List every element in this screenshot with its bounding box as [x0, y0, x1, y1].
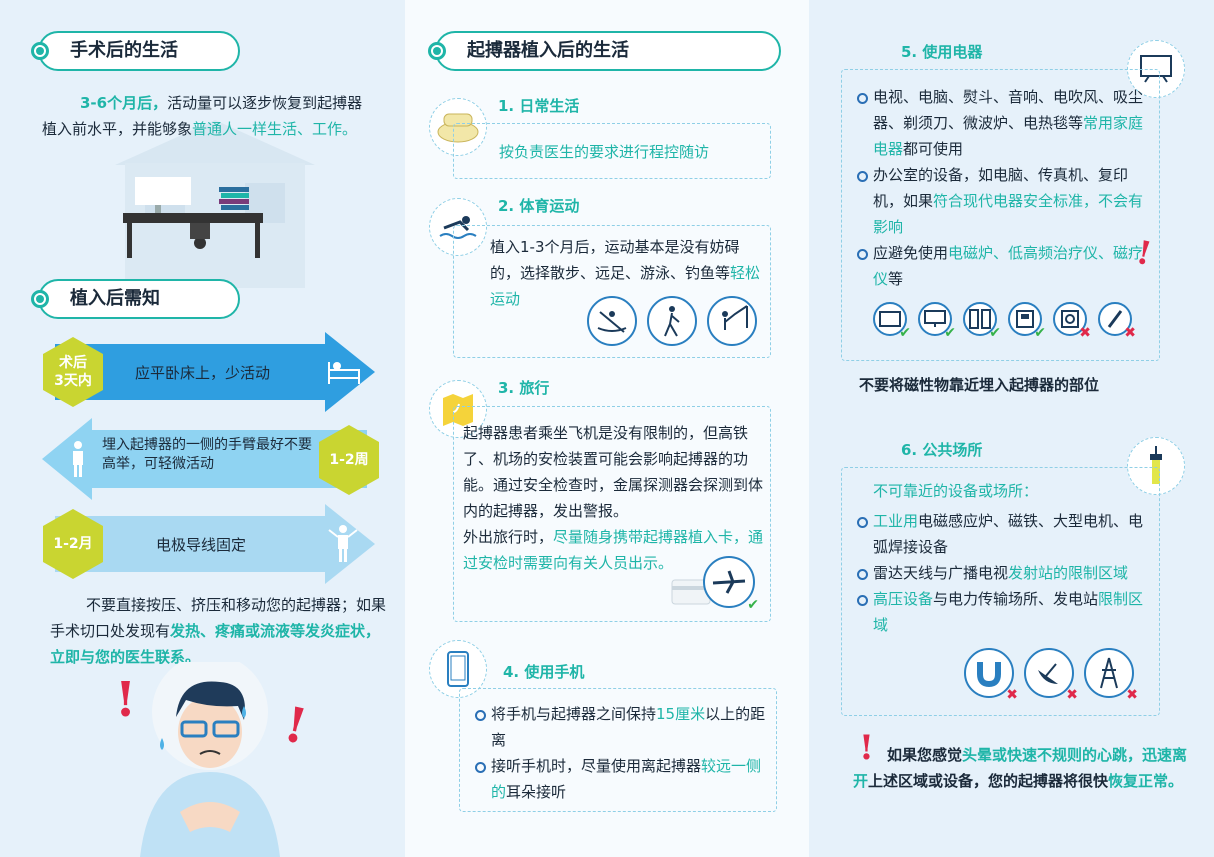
appliances-list: 电视、电脑、熨斗、音响、电吹风、吸尘器、剃须刀、微波炉、电热毯等常用家庭电器都可… [857, 84, 1147, 292]
sport-text: 植入1-3个月后，运动基本是没有妨碍的，选择散步、远足、游泳、钓鱼等轻松运动 [490, 238, 761, 308]
magnet-note: 不要将磁性物靠近埋入起搏器的部位 [859, 376, 1100, 394]
panel-life-after-pacemaker: 起搏器植入后的生活 1. 日常生活 按负责医生的要求进行程控随访 2. 体育运动… [405, 0, 809, 857]
swimmer-icon [429, 198, 487, 256]
fishing-icon [707, 296, 757, 346]
section-title-life-after-surgery: 手术后的生活 [31, 31, 240, 71]
time-badge-1-2months: 1-2月 [43, 509, 103, 579]
exclamation-icon: ! [859, 728, 874, 768]
list-item: 办公室的设备，如电脑、传真机、复印机，如果符合现代电器安全标准，不会有影响 [857, 162, 1147, 240]
satellite-dish-icon: ✖ [1024, 648, 1078, 702]
therapy-device-icon: ✖ [1098, 302, 1136, 340]
public-box [841, 467, 1160, 716]
panel-appliances-public: 5. 使用电器 电视、电脑、熨斗、音响、电吹风、吸尘器、剃须刀、微波炉、电热毯等… [809, 0, 1214, 857]
list-item: 接听手机时，尽量使用离起搏器较远一侧的耳朵接听 [475, 753, 771, 805]
list-item: 高压设备与电力传输场所、发电站限制区域 [857, 586, 1147, 638]
list-item: 工业用电磁感应炉、磁铁、大型电机、电弧焊接设备 [857, 508, 1147, 560]
warning-paragraph: 不要直接按压、挤压和移动您的起搏器；如果手术切口处发现有发热、疼痛或流液等发炎症… [50, 596, 387, 666]
list-item: 电视、电脑、熨斗、音响、电吹风、吸尘器、剃须刀、微波炉、电热毯等常用家庭电器都可… [857, 84, 1147, 162]
worried-patient-illustration [140, 662, 280, 857]
sport-box [453, 225, 771, 358]
intro-paragraph: 3-6个月后，活动量可以逐步恢复到起搏器植入前水平，并能够象普通人一样生活、工作… [42, 94, 363, 138]
phone-handset-icon [429, 98, 487, 156]
tower-icon [1127, 437, 1185, 495]
list-item: 雷达天线与广播电视发射站的限制区域 [857, 560, 1147, 586]
section-daily-life-title: 1. 日常生活 [498, 97, 580, 115]
fax-icon: ✔ [1008, 302, 1046, 340]
public-list: 工业用电磁感应炉、磁铁、大型电机、电弧焊接设备 雷达天线与广播电视发射站的限制区… [857, 508, 1147, 638]
bed-icon [328, 362, 360, 384]
magnet-icon: ✖ [964, 648, 1018, 702]
speaker-icon: ✔ [963, 302, 1001, 340]
time-badge-3days: 术后 3天内 [43, 337, 103, 407]
cross-icon: ✖ [1126, 687, 1138, 703]
induction-cooker-icon: ✖ [1053, 302, 1091, 340]
computer-icon: ✔ [918, 302, 956, 340]
section-title-life-after-pacemaker: 起搏器植入后的生活 [428, 31, 781, 71]
arrow-banner-1 [55, 332, 375, 412]
mobile-list: 将手机与起搏器之间保持15厘米以上的距离 接听手机时，尽量使用离起搏器较远一侧的… [475, 701, 771, 805]
section-appliances-title: 5. 使用电器 [901, 43, 983, 61]
travel-box [453, 406, 771, 622]
appliances-box [841, 69, 1160, 361]
person-icon [73, 441, 83, 477]
daily-life-box [453, 123, 771, 179]
section-mobile-title: 4. 使用手机 [503, 663, 585, 681]
cross-icon: ✖ [1124, 325, 1136, 341]
row-3-text: 电极导线固定 [156, 536, 247, 554]
arrow-banner-2 [42, 418, 367, 500]
cross-icon: ✖ [1006, 687, 1018, 703]
cross-icon: ✖ [1079, 325, 1091, 341]
daily-life-text: 按负责医生的要求进行程控随访 [499, 143, 710, 161]
public-intro: 不可靠近的设备或场所： [873, 482, 1039, 500]
check-icon: ✔ [747, 597, 759, 613]
row-1-text: 应平卧床上，少活动 [135, 364, 271, 382]
person-arms-icon [328, 525, 358, 562]
mobile-box [459, 688, 777, 812]
arrow-banner-3 [55, 504, 375, 584]
section-public-title: 6. 公共场所 [901, 441, 983, 459]
list-item: 应避免使用电磁炉、低高频治疗仪、磁疗仪等 [857, 240, 1147, 292]
hiking-icon [647, 296, 697, 346]
rowing-icon [587, 296, 637, 346]
list-item: 将手机与起搏器之间保持15厘米以上的距离 [475, 701, 771, 753]
house-illustration [115, 120, 315, 288]
section-title-post-implant-notes: 植入后需知 [31, 279, 240, 319]
section-sport-title: 2. 体育运动 [498, 197, 580, 215]
map-icon [429, 380, 487, 438]
section-travel-title: 3. 旅行 [498, 379, 550, 397]
row-2-text: 埋入起搏器的一侧的手臂最好不要高举，可轻微活动 [102, 437, 312, 472]
exclamation-icon: ! [115, 672, 137, 728]
microwave-icon: ✔ [873, 302, 911, 340]
power-tower-icon: ✖ [1084, 648, 1138, 702]
panel-life-after-surgery: 手术后的生活 3-6个月后，活动量可以逐步恢复到起搏器植入前水平，并能够象普通人… [0, 0, 405, 857]
time-badge-1-2weeks: 1-2周 [319, 425, 379, 495]
cross-icon: ✖ [1066, 687, 1078, 703]
travel-text: 起搏器患者乘坐飞机是没有限制的，但高铁了、机场的安检装置可能会影响起搏器的功能。… [463, 424, 764, 572]
airplane-icon: ✔ [703, 556, 759, 612]
final-warning: 如果您感觉头晕或快速不规则的心跳，迅速离开上述区域或设备，您的起搏器将很快恢复正… [853, 746, 1188, 790]
